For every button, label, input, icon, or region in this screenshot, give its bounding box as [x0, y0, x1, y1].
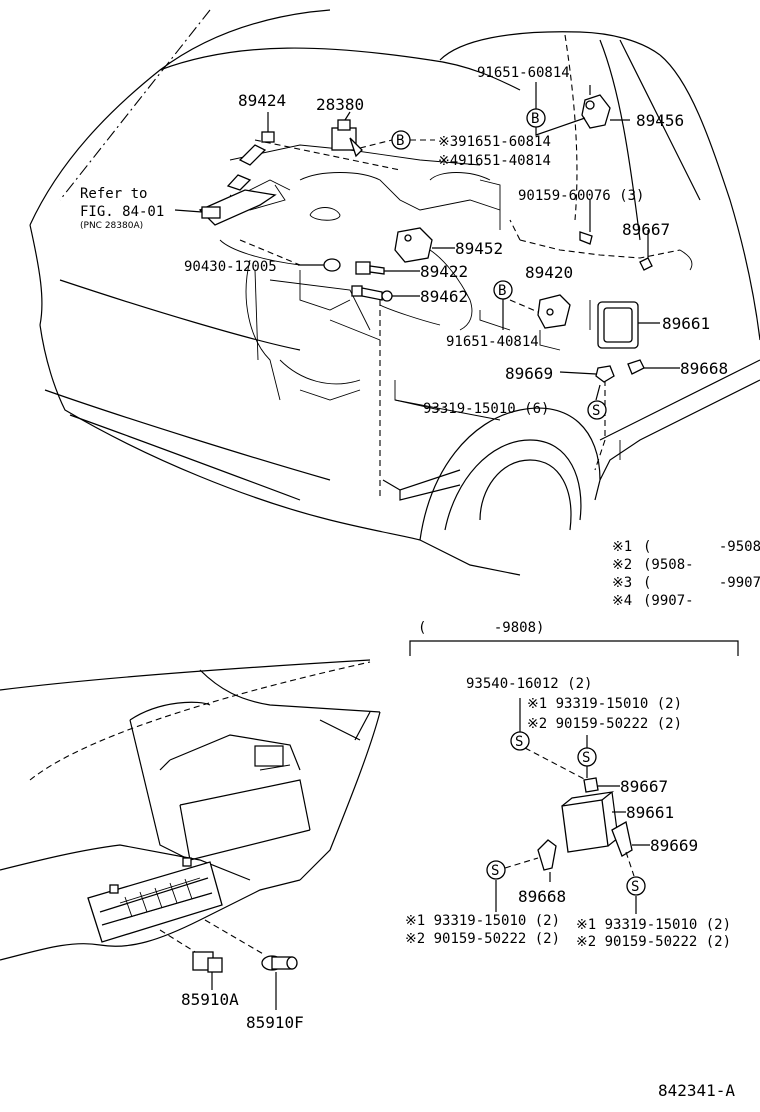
marker-b-label: B [531, 111, 539, 127]
refer-note-line2: FIG. 84-01 [80, 204, 164, 220]
inset-s2-b: ※2 90159-50222 (2) [405, 931, 560, 947]
legend-range-2: (9508- ) [643, 557, 760, 573]
part-number-89456: 89456 [636, 111, 684, 130]
part-number-s4-91651-40814: ※491651-40814 [438, 153, 551, 169]
part-number-89667-top: 89667 [622, 220, 670, 239]
clip-89669-shape [595, 365, 615, 383]
clip-89667-shape [639, 257, 653, 271]
refer-note-line1: Refer to [80, 186, 147, 202]
bracket-28380-shape [331, 111, 363, 158]
module-89661-shape [597, 301, 639, 349]
sensor-89424-shape [238, 112, 275, 166]
svg-text:S: S [582, 750, 590, 766]
legend-mark-2: ※2 [612, 557, 632, 573]
sensor-89456-shape [581, 85, 630, 129]
leader-lines-top [174, 82, 680, 401]
svg-text:S: S [631, 879, 639, 895]
part-number-93319-15010: 93319-15010 (6) [423, 401, 549, 417]
sensor-89422-shape [355, 261, 385, 275]
part-number-90159-60076: 90159-60076 (3) [518, 188, 644, 204]
top-components [198, 85, 653, 383]
part-number-90430-12005: 90430-12005 [184, 259, 277, 275]
legend-mark-3: ※3 [612, 575, 632, 591]
part-number-89420: 89420 [525, 263, 573, 282]
marker-s-1: S [587, 400, 607, 420]
marker-b-3: B [493, 280, 513, 300]
marker-b-2: B [391, 130, 411, 150]
part-number-89669-top: 89669 [505, 364, 553, 383]
inset-s2-c: ※2 90159-50222 (2) [576, 934, 731, 950]
inset-s1-a: ※1 93319-15010 (2) [527, 696, 682, 712]
part-number-89668-inset: 89668 [518, 887, 566, 906]
part-number-89422: 89422 [420, 262, 468, 281]
inset-s2-a: ※2 90159-50222 (2) [527, 716, 682, 732]
labels-top: Refer to FIG. 84-01 (PNC 28380A) 89424 2… [80, 65, 728, 417]
part-number-89424: 89424 [238, 91, 286, 110]
legend: ※1 ( -9508) ※2 (9508- ) ※3 ( -9907) ※4 (… [612, 539, 760, 609]
sensor-89420-shape [537, 294, 571, 329]
bracket-89669-inset [611, 820, 633, 857]
part-number-89452: 89452 [455, 239, 503, 258]
connector-85910a-shape [192, 951, 223, 973]
legend-range-1: ( -9508) [643, 539, 760, 555]
legend-mark-4: ※4 [612, 593, 632, 609]
part-number-85910f: 85910F [246, 1013, 304, 1032]
marker-s-4: S [486, 860, 506, 880]
clip-89667-inset [583, 777, 599, 793]
inset-panel: ( -9808) 93540-16012 (2) ※1 93319-15010 … [405, 620, 739, 950]
refer-note-line3: (PNC 28380A) [80, 221, 143, 231]
module-89661-inset [561, 791, 619, 853]
part-number-93540-16012: 93540-16012 (2) [466, 676, 592, 692]
inset-range: ( -9808) [418, 620, 544, 636]
part-number-91651-60814: 91651-60814 [477, 65, 570, 81]
marker-b-1: B [526, 108, 546, 128]
marker-s-5: S [626, 876, 646, 896]
ecu-module-shape [198, 174, 277, 226]
part-number-91651-40814: 91651-40814 [446, 334, 539, 350]
sensor-89462-shape [351, 285, 393, 302]
svg-text:S: S [515, 734, 523, 750]
part-number-89661-top: 89661 [662, 314, 710, 333]
legend-range-3: ( -9907) [643, 575, 760, 591]
marker-b-label: B [498, 283, 506, 299]
marker-s-2: S [510, 731, 530, 751]
part-number-89462: 89462 [420, 287, 468, 306]
part-number-89667-inset: 89667 [620, 777, 668, 796]
diagnostic-connector-shape [87, 857, 223, 943]
sensor-89452-shape [394, 227, 433, 263]
inset-s1-b: ※1 93319-15010 (2) [405, 913, 560, 929]
connector-85910f-shape [261, 955, 298, 971]
legend-range-4: (9907- ) [643, 593, 760, 609]
part-number-89661-inset: 89661 [626, 803, 674, 822]
washer-90430-shape [323, 258, 341, 272]
part-number-28380: 28380 [316, 95, 364, 114]
diagram-id: 842341-A [658, 1081, 735, 1100]
legend-mark-1: ※1 [612, 539, 632, 555]
marker-s-3: S [577, 747, 597, 767]
part-number-89668-top: 89668 [680, 359, 728, 378]
clip-89668-shape [627, 359, 645, 375]
dashboard-view: 85910A 85910F [0, 659, 381, 1032]
part-number-85910a: 85910A [181, 990, 239, 1009]
bracket-89668-inset [537, 839, 557, 871]
bolt-90159-shape [579, 231, 593, 245]
part-number-s3-91651-60814: ※391651-60814 [438, 134, 551, 150]
part-number-89669-inset: 89669 [650, 836, 698, 855]
marker-s-label: S [592, 403, 600, 419]
marker-b-label: B [396, 133, 404, 149]
svg-text:S: S [491, 863, 499, 879]
vehicle-outline [29, 9, 760, 576]
inset-s1-c: ※1 93319-15010 (2) [576, 917, 731, 933]
